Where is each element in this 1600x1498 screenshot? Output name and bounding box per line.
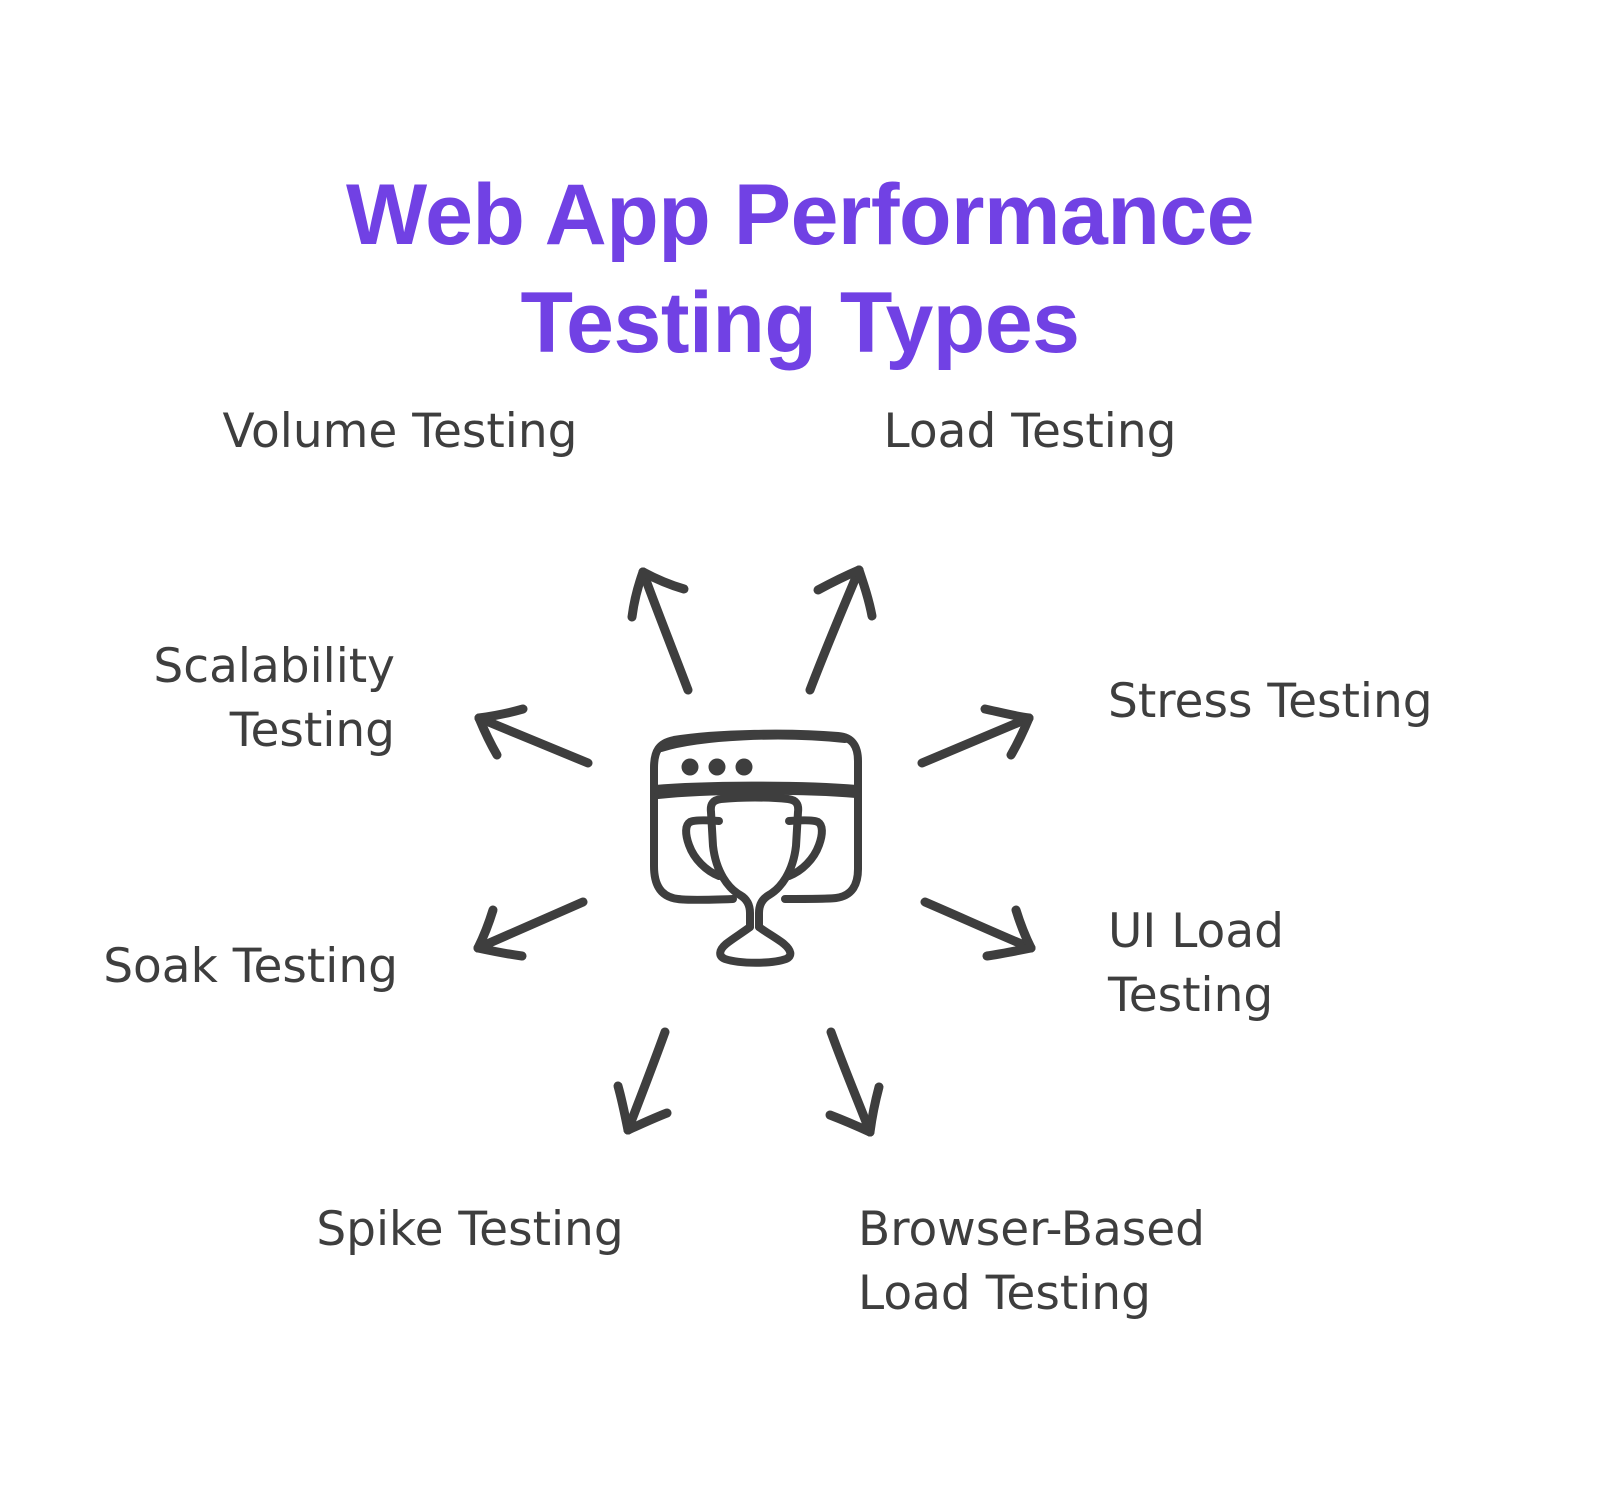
spoke-label-load-testing: Load Testing xyxy=(883,404,1177,459)
spoke-label-soak-testing: Soak Testing xyxy=(103,939,398,994)
arrow-right-up-icon xyxy=(917,704,1034,768)
arrow-down-right-icon xyxy=(825,1027,884,1137)
arrow-right-down-icon xyxy=(920,897,1036,961)
browser-dot-1 xyxy=(681,758,699,776)
browser-dot-2 xyxy=(708,758,726,776)
arrow-down-left-icon xyxy=(613,1027,672,1135)
arrow-up-right-icon xyxy=(805,565,877,695)
spoke-label-spike-testing: Spike Testing xyxy=(316,1202,624,1257)
arrow-left-up-icon xyxy=(474,704,593,768)
arrow-up-left-icon xyxy=(627,567,693,695)
spoke-label-browser-based-load-testing: Browser-Based Load Testing xyxy=(858,1202,1206,1321)
arrow-left-down-icon xyxy=(473,897,588,961)
spoke-label-ui-load-testing: UI Load Testing xyxy=(1108,904,1284,1023)
spoke-label-scalability-testing: Scalability Testing xyxy=(153,639,395,758)
page-title: Web App Performance Testing Types xyxy=(345,166,1255,371)
browser-window-with-trophy-icon xyxy=(650,729,862,967)
spoke-label-volume-testing: Volume Testing xyxy=(222,404,578,459)
browser-dot-3 xyxy=(735,758,753,776)
spoke-label-stress-testing: Stress Testing xyxy=(1108,674,1433,729)
